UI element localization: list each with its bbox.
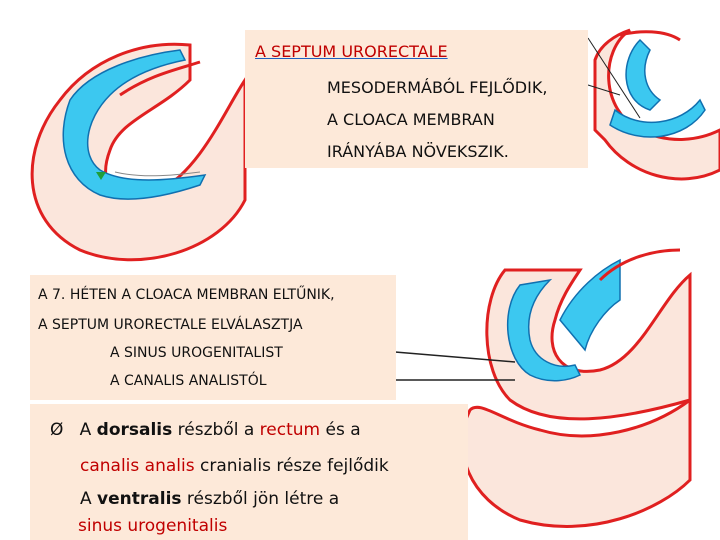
term-ventralis: ventralis <box>97 489 182 509</box>
top-text-box: A SEPTUM URORECTALE MESODERMÁBÓL FEJLŐDI… <box>245 30 588 168</box>
bottom-line-2: canalis analis cranialis része fejlődik <box>80 456 389 476</box>
text-cranialis: cranialis része fejlődik <box>199 456 389 476</box>
term-rectum: rectum <box>259 420 321 440</box>
top-line-3: IRÁNYÁBA NÖVEKSZIK. <box>327 142 509 161</box>
middle-line-4: A CANALIS ANALISTÓL <box>110 373 267 389</box>
text-reszbol-jon: részből jön létre a <box>186 489 340 509</box>
middle-text-box: A 7. HÉTEN A CLOACA MEMBRAN ELTŰNIK, A S… <box>30 275 396 400</box>
bottom-line-3: A ventralis részből jön létre a <box>80 489 339 509</box>
term-sinus-urogenitalis: sinus urogenitalis <box>78 516 228 536</box>
text-a: A <box>79 420 92 440</box>
embryo-top-left <box>30 42 247 262</box>
middle-line-3: A SINUS UROGENITALIST <box>110 345 283 361</box>
text-reszbol: részből a <box>177 420 255 440</box>
term-dorsalis: dorsalis <box>96 420 173 440</box>
top-line-1: MESODERMÁBÓL FEJLŐDIK, <box>327 78 548 97</box>
text-a-2: A <box>80 489 92 509</box>
bottom-text-box: Ø A dorsalis részből a rectum és a canal… <box>30 404 468 540</box>
box-title: A SEPTUM URORECTALE <box>255 42 448 61</box>
bottom-line-1: Ø A dorsalis részből a rectum és a <box>50 420 361 440</box>
text-es-a: és a <box>325 420 361 440</box>
embryo-bottom-right <box>368 248 692 528</box>
arrow-down-icon <box>96 172 106 180</box>
embryo-top-right <box>587 28 720 181</box>
middle-line-1: A 7. HÉTEN A CLOACA MEMBRAN ELTŰNIK, <box>38 287 335 303</box>
term-canalis-analis: canalis analis <box>80 456 195 476</box>
middle-line-2: A SEPTUM URORECTALE ELVÁLASZTJA <box>38 317 303 333</box>
top-line-2: A CLOACA MEMBRAN <box>327 110 495 129</box>
bullet-icon: Ø <box>50 420 64 440</box>
